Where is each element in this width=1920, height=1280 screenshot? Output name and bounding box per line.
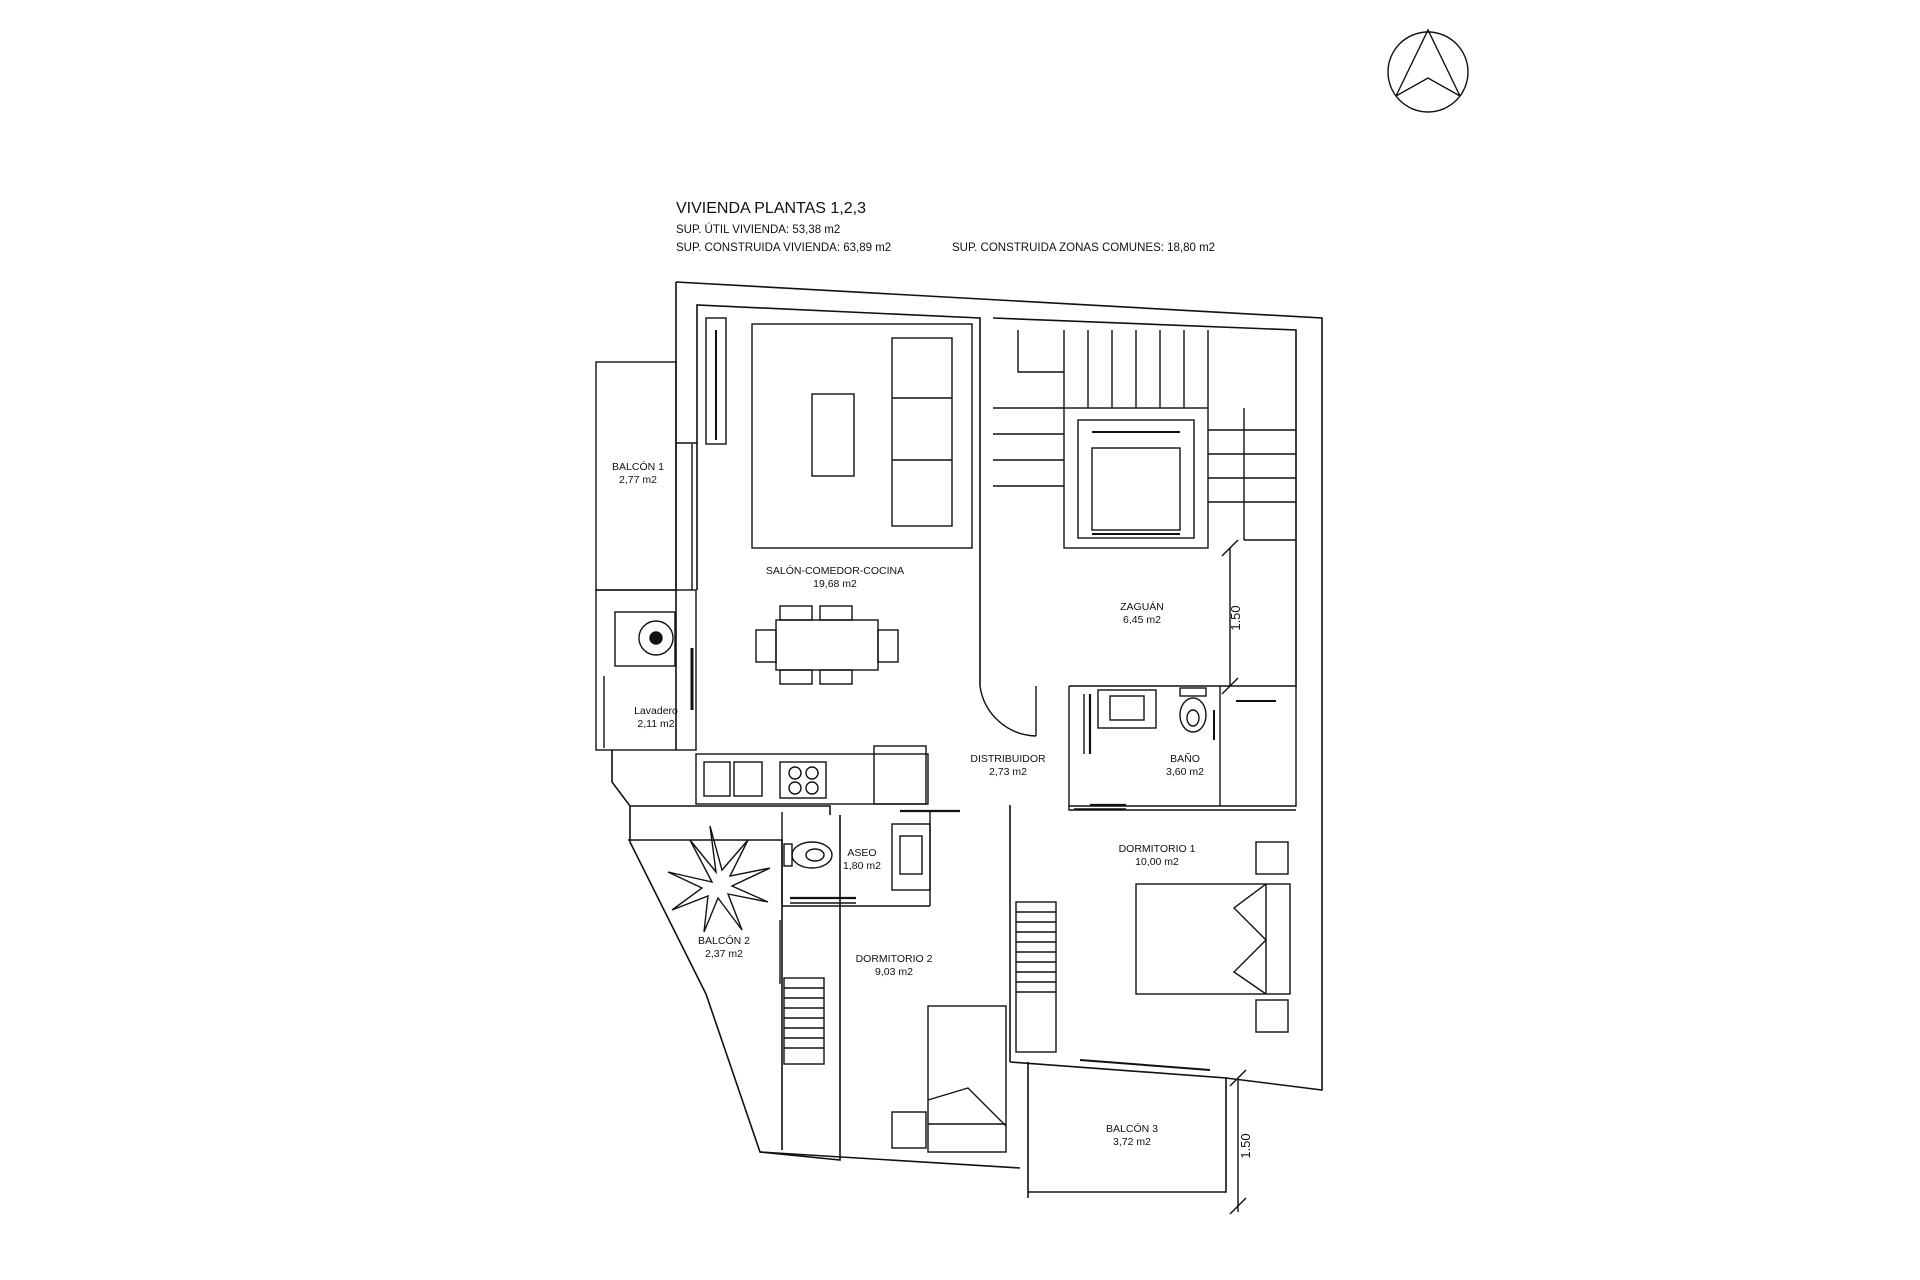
room-area-aseo: 1,80 m2 bbox=[843, 860, 881, 872]
room-area-salon: 19,68 m2 bbox=[813, 578, 857, 590]
room-area-distribuidor: 2,73 m2 bbox=[989, 766, 1027, 778]
room-name-distribuidor: DISTRIBUIDOR bbox=[970, 753, 1046, 765]
bedroom-1-furniture bbox=[1015, 806, 1296, 1071]
north-arrow-icon bbox=[1387, 28, 1469, 113]
room-area-balcon-3: 3,72 m2 bbox=[1113, 1136, 1151, 1148]
built-area-label: SUP. CONSTRUIDA VIVIENDA: 63,89 m2 bbox=[676, 242, 892, 254]
exterior-walls bbox=[611, 281, 1323, 1198]
plan-title: VIVIENDA PLANTAS 1,2,3 bbox=[676, 200, 867, 217]
room-name-balcon-1: BALCÓN 1 bbox=[612, 460, 664, 473]
zaguan-dimension-line bbox=[1221, 539, 1239, 695]
balcony-3-dimension-label: 1.50 bbox=[1238, 1133, 1253, 1158]
room-name-zaguan: ZAGUÁN bbox=[1120, 600, 1164, 613]
bathroom-fixtures bbox=[1068, 686, 1297, 810]
room-name-balcon-2: BALCÓN 2 bbox=[698, 934, 750, 947]
room-area-dormitorio-2: 9,03 m2 bbox=[875, 966, 913, 978]
balcony-3-dimension-line bbox=[1229, 1069, 1247, 1215]
entry-door bbox=[979, 685, 1037, 737]
room-area-zaguan: 6,45 m2 bbox=[1123, 614, 1161, 626]
living-room-furniture bbox=[705, 317, 973, 685]
elevator-icon bbox=[1063, 407, 1209, 549]
zaguan-dimension-label: 1.50 bbox=[1228, 605, 1243, 630]
room-labels: BALCÓN 1 2,77 m2 SALÓN-COMEDOR-COCINA 19… bbox=[612, 460, 1253, 1159]
bedroom-2-furniture bbox=[783, 977, 1007, 1153]
room-name-balcon-3: BALCÓN 3 bbox=[1106, 1122, 1158, 1135]
room-name-bano: BAÑO bbox=[1170, 752, 1200, 765]
room-name-salon: SALÓN-COMEDOR-COCINA bbox=[766, 564, 904, 577]
room-name-dormitorio-2: DORMITORIO 2 bbox=[856, 953, 933, 965]
kitchen-counter bbox=[695, 745, 929, 805]
room-name-lavadero: Lavadero bbox=[634, 705, 678, 717]
useful-area-label: SUP. ÚTIL VIVIENDA: 53,38 m2 bbox=[676, 224, 841, 236]
room-area-lavadero: 2,11 m2 bbox=[637, 718, 674, 730]
laundry-room bbox=[595, 589, 697, 751]
room-area-balcon-1: 2,77 m2 bbox=[619, 474, 657, 486]
toilet-room-fixtures bbox=[781, 809, 960, 907]
stairwell bbox=[993, 330, 1296, 541]
room-area-bano: 3,60 m2 bbox=[1166, 766, 1204, 778]
room-area-dormitorio-1: 10,00 m2 bbox=[1135, 856, 1179, 868]
room-name-dormitorio-1: DORMITORIO 1 bbox=[1119, 843, 1196, 855]
common-area-label: SUP. CONSTRUIDA ZONAS COMUNES: 18,80 m2 bbox=[952, 242, 1216, 254]
room-area-balcon-2: 2,37 m2 bbox=[705, 948, 743, 960]
room-name-aseo: ASEO bbox=[847, 847, 876, 859]
plant-icon bbox=[667, 825, 781, 984]
